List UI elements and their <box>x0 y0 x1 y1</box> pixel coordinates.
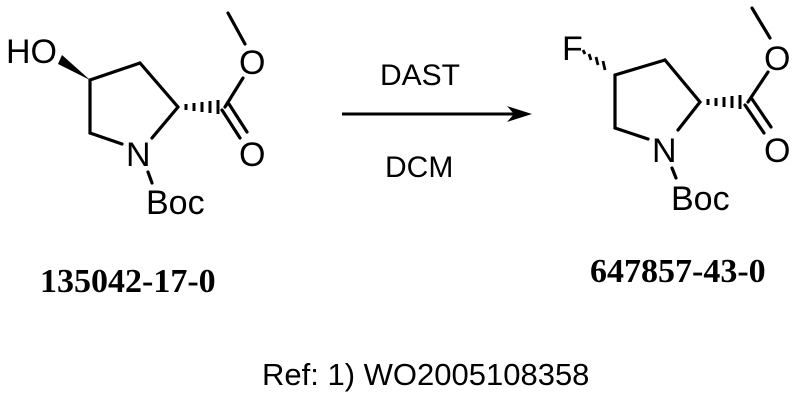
ring-bond <box>88 61 142 82</box>
carbonyl-double-bond <box>220 108 242 140</box>
starting-material-structure: HO N Boc O O <box>6 11 265 222</box>
reference-text: Ref: 1) WO2005108358 <box>262 357 589 392</box>
n-boc-bond <box>146 170 154 185</box>
ester-oxygen-label: O <box>764 40 790 78</box>
boc-label: Boc <box>146 184 205 222</box>
ring-bond <box>613 58 667 77</box>
methyl-bond <box>750 6 772 40</box>
hydroxyl-label: HO <box>6 33 57 71</box>
ring-bond <box>138 61 180 109</box>
carbonyl-double-bond <box>743 103 766 135</box>
hashed-bond <box>581 49 607 71</box>
carbonyl-double-bond <box>750 97 773 129</box>
ester-bond <box>223 76 245 109</box>
ring-bond <box>150 105 180 140</box>
starting-material-cas: 135042-17-0 <box>40 263 216 300</box>
ring-bond <box>88 131 124 146</box>
ring-bond <box>676 100 702 132</box>
nitrogen-label: N <box>652 132 677 170</box>
fluorine-label: F <box>562 30 583 68</box>
nitrogen-label: N <box>126 136 151 174</box>
product-cas: 647857-43-0 <box>590 253 766 290</box>
methyl-bond <box>226 11 247 46</box>
carbonyl-oxygen-label: O <box>764 132 790 170</box>
n-boc-bond <box>670 166 678 180</box>
reaction-arrow <box>342 106 532 122</box>
ring-bond <box>663 58 702 104</box>
ring-bond <box>613 126 650 141</box>
hashed-bond <box>706 95 742 109</box>
wedge-bond <box>58 55 90 80</box>
solvent-dcm: DCM <box>385 151 453 184</box>
ester-oxygen-label: O <box>239 44 265 82</box>
carbonyl-double-bond <box>227 102 249 134</box>
reagent-dast: DAST <box>380 59 460 92</box>
ester-bond <box>746 70 770 104</box>
carbonyl-oxygen-label: O <box>239 136 265 174</box>
boc-label: Boc <box>671 180 730 218</box>
hashed-bond <box>184 100 220 114</box>
product-structure: F N Boc O O <box>562 6 790 218</box>
